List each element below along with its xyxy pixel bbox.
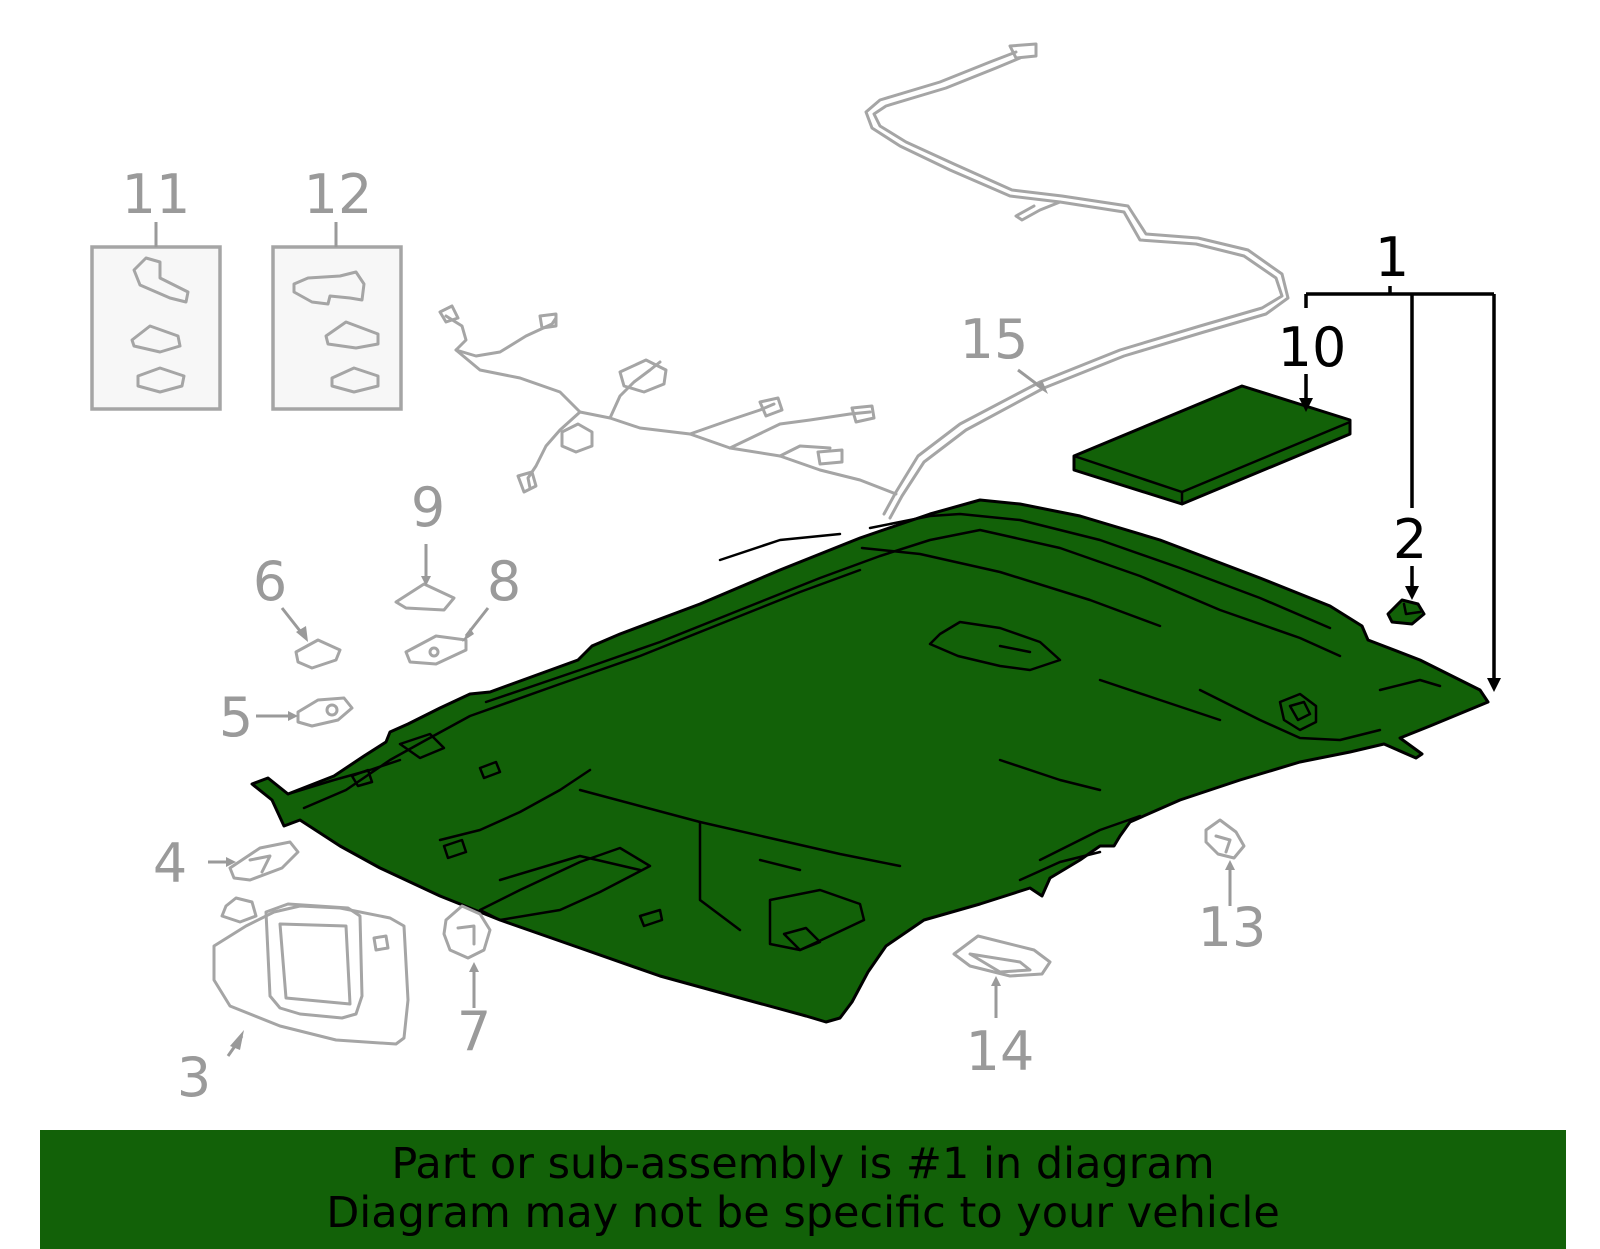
callout-1-bracket bbox=[1299, 286, 1501, 692]
kit-box-12[interactable] bbox=[271, 222, 403, 411]
kit-box-11[interactable] bbox=[90, 222, 222, 411]
callout-7: 7 bbox=[457, 1000, 491, 1063]
callout-14: 14 bbox=[966, 1020, 1035, 1083]
callout-13: 13 bbox=[1198, 896, 1267, 959]
callout-5: 5 bbox=[219, 686, 253, 749]
callout-11: 11 bbox=[122, 163, 191, 226]
banner-line-1: Part or sub-assembly is #1 in diagram bbox=[391, 1139, 1215, 1189]
headliner-assembly[interactable] bbox=[250, 498, 1490, 1024]
part-8[interactable] bbox=[404, 634, 468, 666]
part-5[interactable] bbox=[296, 696, 354, 728]
sunroof-panel[interactable] bbox=[1072, 384, 1352, 506]
wiring-harness[interactable] bbox=[438, 304, 898, 496]
leader-lines bbox=[208, 368, 1235, 1057]
callout-3: 3 bbox=[177, 1046, 211, 1109]
part-14[interactable] bbox=[952, 934, 1052, 978]
callout-2: 2 bbox=[1393, 508, 1427, 571]
callout-12: 12 bbox=[304, 163, 373, 226]
callout-9: 9 bbox=[411, 476, 445, 539]
antenna-cable[interactable] bbox=[864, 42, 1290, 520]
callout-15: 15 bbox=[960, 308, 1029, 371]
part-13[interactable] bbox=[1204, 818, 1246, 860]
sun-visor[interactable] bbox=[212, 896, 410, 1046]
callout-8: 8 bbox=[487, 550, 521, 613]
part-9[interactable] bbox=[394, 582, 456, 612]
part-7[interactable] bbox=[442, 904, 492, 960]
part-4[interactable] bbox=[228, 840, 300, 882]
part-6[interactable] bbox=[294, 638, 342, 670]
clip-part-2[interactable] bbox=[1386, 598, 1426, 626]
disclaimer-banner: Part or sub-assembly is #1 in diagram Di… bbox=[40, 1130, 1566, 1249]
callout-1: 1 bbox=[1375, 226, 1409, 289]
banner-line-2: Diagram may not be specific to your vehi… bbox=[326, 1188, 1280, 1238]
callout-6: 6 bbox=[253, 550, 287, 613]
callout-4: 4 bbox=[153, 832, 187, 895]
callout-10: 10 bbox=[1278, 316, 1347, 379]
